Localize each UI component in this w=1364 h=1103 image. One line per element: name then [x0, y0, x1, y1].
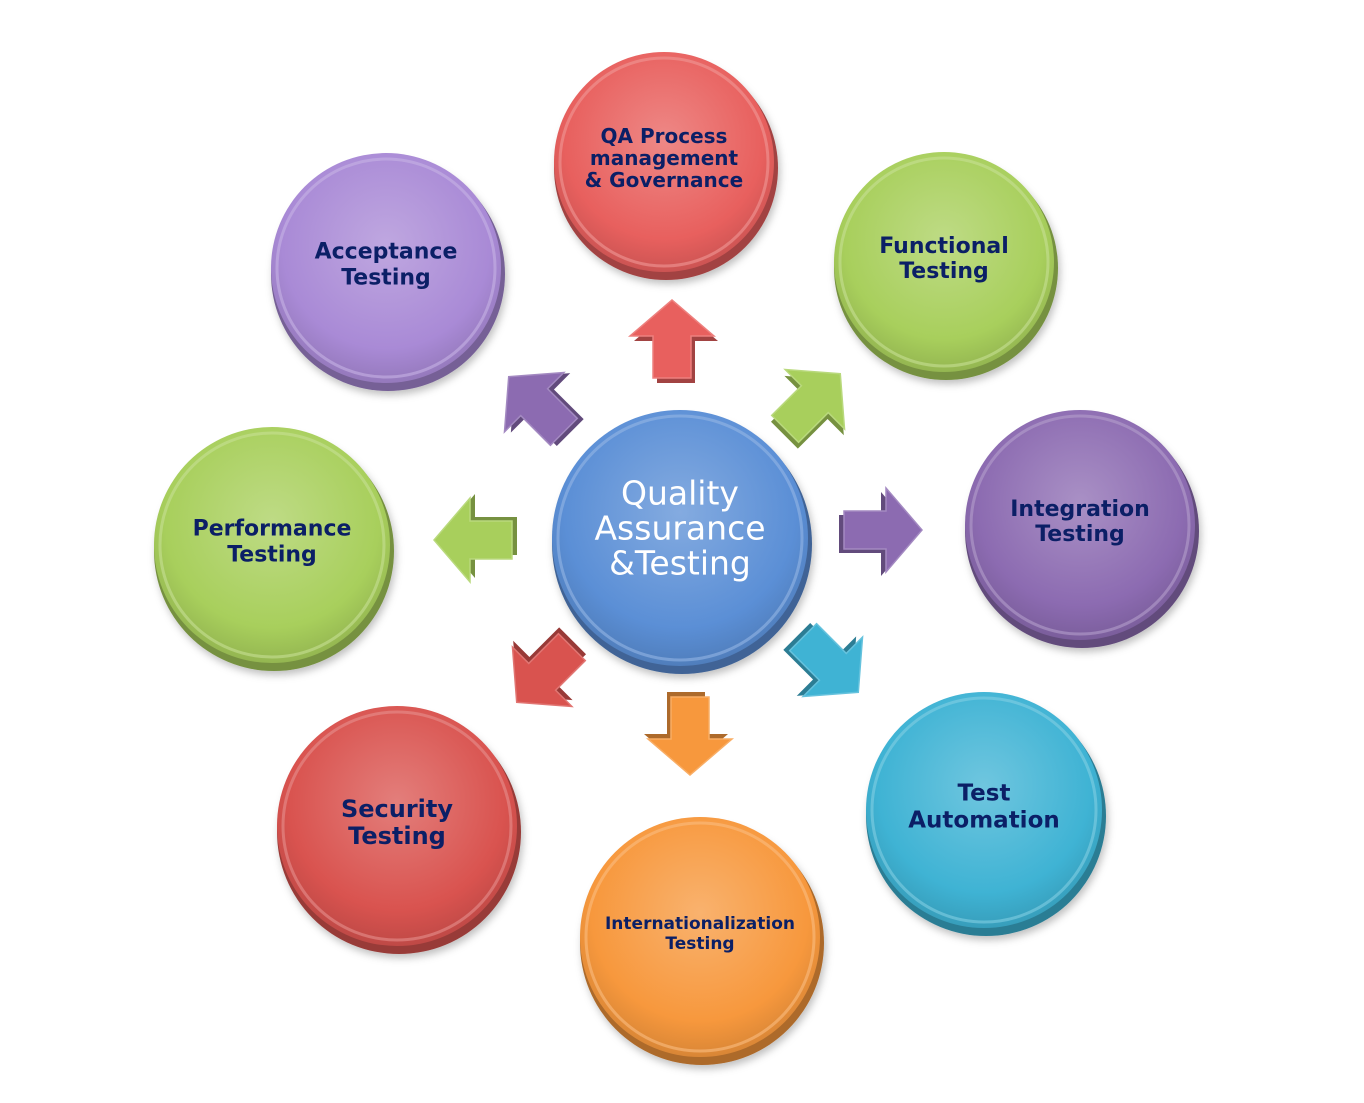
- node-functional-bevel: [838, 156, 1050, 368]
- arrow-to-integration-face: [843, 485, 923, 575]
- node-performance-label-line: Testing: [227, 543, 317, 568]
- arrows-layer: [433, 299, 923, 776]
- node-functional-label-line: Testing: [899, 259, 989, 284]
- node-performance-bevel: [158, 431, 386, 659]
- node-security-label-line: Testing: [348, 822, 446, 850]
- node-i18n-face: [580, 817, 820, 1057]
- center-label-line: Assurance: [594, 509, 765, 548]
- node-automation-bevel: [870, 696, 1098, 924]
- arrow-to-qa-process: [627, 299, 718, 383]
- arrow-to-functional-face: [770, 368, 846, 444]
- node-acceptance-face: [271, 153, 501, 383]
- node-integration-face: [965, 410, 1195, 640]
- arrow-to-i18n: [644, 692, 735, 776]
- arrow-to-acceptance: [503, 371, 584, 447]
- arrow-to-acceptance-face: [503, 371, 579, 447]
- node-performance-face: [154, 427, 390, 663]
- node-acceptance-label-line: Testing: [341, 266, 431, 291]
- node-functional-label-line: Functional: [879, 234, 1009, 259]
- node-qa-process-label-line: & Governance: [585, 168, 743, 192]
- node-security-label-line: Security: [341, 795, 453, 823]
- arrow-to-performance: [433, 494, 517, 585]
- node-automation-face: [866, 692, 1102, 928]
- node-i18n-bevel: [584, 821, 816, 1053]
- arrow-to-i18n-face: [645, 696, 735, 776]
- node-automation-label-line: Test: [958, 781, 1011, 807]
- node-qa-process-label-line: QA Process: [601, 124, 728, 148]
- center-label-line: &Testing: [609, 544, 751, 583]
- arrow-to-integration: [839, 485, 923, 576]
- node-integration-bevel: [969, 414, 1191, 636]
- arrow-to-security-face: [511, 632, 587, 708]
- node-i18n-label-line: Testing: [665, 934, 734, 954]
- node-i18n-label-line: Internationalization: [605, 914, 795, 934]
- node-security-bevel: [281, 710, 513, 942]
- node-acceptance-bevel: [275, 157, 497, 379]
- center-node-bevel: [556, 414, 804, 662]
- center-label-line: Quality: [621, 474, 739, 513]
- node-automation-label-line: Automation: [908, 808, 1060, 834]
- node-integration-label-line: Integration: [1010, 497, 1150, 522]
- node-qa-process-bevel: [558, 56, 770, 268]
- node-performance-label-line: Performance: [193, 517, 352, 542]
- node-qa-process-label-line: management: [590, 146, 739, 170]
- node-integration-label-line: Testing: [1035, 522, 1125, 547]
- node-security-face: [277, 706, 517, 946]
- arrow-to-performance-face: [433, 495, 513, 585]
- arrow-to-automation: [783, 622, 864, 698]
- arrow-to-qa-process-face: [627, 299, 717, 379]
- center-node-face: [552, 410, 808, 666]
- arrow-to-automation-face: [788, 622, 864, 698]
- node-acceptance-label-line: Acceptance: [315, 240, 458, 265]
- node-qa-process-face: [554, 52, 774, 272]
- node-functional-face: [834, 152, 1054, 372]
- arrow-to-security: [511, 627, 587, 708]
- arrow-to-functional: [770, 368, 846, 449]
